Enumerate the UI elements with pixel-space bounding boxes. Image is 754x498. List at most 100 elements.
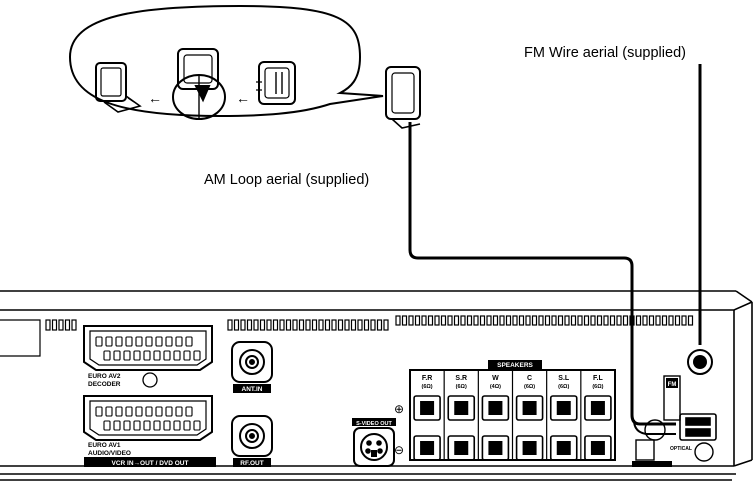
svideo-tag bbox=[352, 418, 396, 426]
vcr-bar bbox=[84, 457, 216, 467]
ant-in-jack bbox=[231, 341, 273, 383]
vent-slot bbox=[518, 315, 525, 326]
vent-slot bbox=[259, 319, 266, 331]
vent-slot bbox=[376, 319, 383, 331]
optical-tag bbox=[632, 461, 672, 467]
speaker-terminal bbox=[549, 395, 578, 421]
optical-label: OPTICAL bbox=[670, 446, 692, 452]
fm-coax-jack bbox=[687, 349, 713, 375]
am-loop-aerial-icon bbox=[385, 66, 421, 129]
vent-slot bbox=[668, 315, 674, 326]
vent-slot bbox=[324, 319, 331, 331]
scart-pin bbox=[113, 420, 121, 431]
vcr-bar-label: VCR IN→OUT / DVD OUT bbox=[112, 460, 189, 467]
speaker-terminal bbox=[481, 435, 510, 461]
speaker-terminal-slot bbox=[488, 441, 503, 455]
assembly-bubble bbox=[68, 4, 384, 118]
scart-pin bbox=[153, 350, 161, 361]
fm-wire-aerial-label: FM Wire aerial (supplied) bbox=[524, 45, 686, 61]
vent-slot bbox=[551, 315, 557, 326]
scart-pin bbox=[143, 350, 151, 361]
vent-slot bbox=[460, 315, 466, 326]
scart-pin bbox=[125, 406, 133, 417]
vent-slot bbox=[564, 315, 570, 326]
speaker-terminal bbox=[515, 395, 544, 421]
vent-slot bbox=[674, 315, 681, 326]
scart-pin bbox=[155, 336, 163, 347]
scart-pin bbox=[185, 336, 193, 347]
vent-slot bbox=[499, 315, 505, 326]
am-loop-cable-return bbox=[633, 419, 676, 435]
vent-slot bbox=[616, 315, 622, 326]
vent-slot bbox=[395, 315, 401, 326]
vent-slot bbox=[421, 315, 427, 326]
speaker-terminal bbox=[447, 395, 476, 421]
scart-pin bbox=[153, 420, 161, 431]
vent-slot bbox=[577, 315, 583, 326]
speaker-terminal bbox=[584, 435, 612, 461]
vent-slot bbox=[370, 319, 376, 331]
vent-slot bbox=[681, 315, 687, 326]
ant-in-label: ANT.IN bbox=[242, 386, 263, 393]
vent-slot bbox=[337, 319, 344, 331]
vent-slot bbox=[557, 315, 564, 326]
scart-pin bbox=[173, 350, 181, 361]
speaker-terminal-slot bbox=[420, 441, 435, 455]
speaker-terminal-slot bbox=[454, 401, 469, 415]
speaker-channel-fl: F.L (6Ω) bbox=[580, 370, 612, 461]
vent-slot bbox=[505, 315, 512, 326]
rf-out-jack bbox=[231, 415, 273, 457]
scart-pin bbox=[133, 350, 141, 361]
speaker-terminal-slot bbox=[522, 401, 537, 415]
vent-slot bbox=[64, 319, 71, 331]
vent-slot bbox=[661, 315, 668, 326]
scart-pin bbox=[193, 420, 201, 431]
speaker-channel-name: C bbox=[527, 375, 532, 382]
fm-am-frame bbox=[663, 375, 681, 421]
speakers-tag bbox=[488, 360, 542, 369]
vent-slot bbox=[350, 319, 357, 331]
fm-plug-icon bbox=[693, 355, 707, 369]
vent-slot bbox=[272, 319, 279, 331]
speaker-channel-ohm: (6Ω) bbox=[558, 384, 569, 390]
speaker-channel-name: S.L bbox=[558, 375, 570, 382]
fm-label: FM bbox=[668, 382, 677, 388]
speaker-terminal-slot bbox=[488, 401, 503, 415]
vent-slot bbox=[642, 315, 648, 326]
speaker-terminal-slot bbox=[454, 441, 469, 455]
vent-slot bbox=[609, 315, 616, 326]
vent-slot bbox=[434, 315, 440, 326]
vent-slot bbox=[363, 319, 370, 331]
vent-slot bbox=[279, 319, 285, 331]
speaker-channel-ohm: (6Ω) bbox=[592, 384, 603, 390]
optical-port bbox=[635, 439, 655, 461]
scart-pin bbox=[115, 336, 123, 347]
vent-slot bbox=[479, 315, 486, 326]
scart-pin bbox=[103, 350, 111, 361]
speaker-terminal-slot bbox=[556, 401, 571, 415]
audio-video-label: AUDIO/VIDEO bbox=[88, 450, 131, 457]
speaker-terminal bbox=[447, 435, 476, 461]
speaker-terminal-slot bbox=[590, 401, 605, 415]
vent-slot bbox=[357, 319, 363, 331]
vent-slot bbox=[408, 315, 414, 326]
speaker-terminal bbox=[413, 395, 441, 421]
speaker-channel-name: F.L bbox=[593, 375, 603, 382]
scart-pin bbox=[95, 336, 103, 347]
scart-pin bbox=[95, 406, 103, 417]
rf-out-tag bbox=[233, 458, 271, 467]
scart-pin bbox=[163, 350, 171, 361]
scart-pin bbox=[193, 350, 201, 361]
speaker-terminal bbox=[413, 435, 441, 461]
vent-slot bbox=[466, 315, 473, 326]
vent-slot bbox=[570, 315, 577, 326]
scart-pin bbox=[165, 406, 173, 417]
panel-screw-icon bbox=[694, 442, 714, 462]
vent-slot bbox=[401, 315, 408, 326]
vent-slot bbox=[318, 319, 324, 331]
vent-slot bbox=[473, 315, 479, 326]
scart-pin bbox=[183, 420, 191, 431]
scart-pin bbox=[103, 420, 111, 431]
am-loop-step2-icon bbox=[172, 48, 226, 120]
